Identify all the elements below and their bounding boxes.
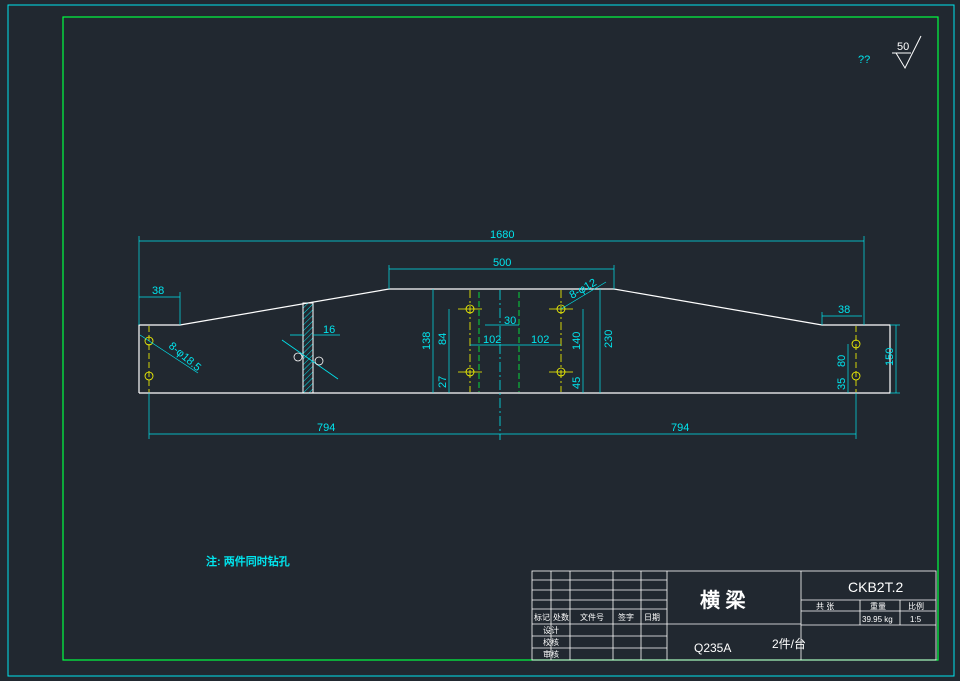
header-mark: 标记 <box>534 612 550 622</box>
header-doc: 文件号 <box>580 612 604 622</box>
dim-hole-center: 8-φ12 <box>568 277 599 302</box>
dim-w102b: 102 <box>531 334 549 346</box>
header-date: 日期 <box>644 613 660 622</box>
dim-right-step: 38 <box>838 304 850 316</box>
dim-weld: 16 <box>323 324 335 336</box>
dim-h140: 140 <box>571 332 583 350</box>
outer-border <box>7 4 955 677</box>
header-check: 校核 <box>543 637 559 647</box>
center-holes <box>458 290 573 392</box>
dim-h80: 80 <box>836 355 848 367</box>
dim-h84: 84 <box>437 333 449 345</box>
scale-value: 1:5 <box>910 615 922 624</box>
dim-w102a: 102 <box>483 334 501 346</box>
dim-h230: 230 <box>603 330 615 348</box>
weld-section <box>281 302 340 394</box>
header-weight: 重量 <box>870 601 886 611</box>
roughness-mark: ?? <box>858 54 870 66</box>
dim-left-step: 38 <box>152 285 164 297</box>
title-block <box>531 570 937 661</box>
roughness-value: 50 <box>897 41 909 53</box>
dim-w30: 30 <box>504 315 516 327</box>
header-sign: 签字 <box>618 612 634 622</box>
dim-overall: 1680 <box>490 229 514 241</box>
dimension-labels: 1680 500 38 38 8-φ18.5 8-φ12 16 138 84 2… <box>152 229 896 434</box>
drawing-note: 注: 两件同时钻孔 <box>206 554 290 568</box>
dim-h45: 45 <box>571 377 583 389</box>
dim-h27: 27 <box>437 376 449 388</box>
header-total: 共 张 <box>816 602 834 611</box>
beam-outline <box>138 288 891 394</box>
dim-hole-left: 8-φ18.5 <box>166 340 203 374</box>
dim-h35: 35 <box>836 378 848 390</box>
dim-h138: 138 <box>421 332 433 350</box>
surface-roughness-symbol: ?? 50 <box>858 35 922 70</box>
header-approve: 审核 <box>543 649 559 659</box>
header-design: 设计 <box>543 625 559 635</box>
end-holes <box>144 326 861 392</box>
drawing-number: CKB2T.2 <box>848 579 903 595</box>
header-count: 处数 <box>553 612 569 622</box>
quantity: 2件/台 <box>772 636 806 651</box>
part-name: 横 梁 <box>700 588 747 612</box>
header-scale: 比例 <box>908 601 924 611</box>
material: Q235A <box>694 641 731 655</box>
weight-value: 39.95 kg <box>862 615 893 624</box>
dim-h150: 150 <box>884 348 896 366</box>
dim-bottom-left: 794 <box>317 422 335 434</box>
dim-bottom-right: 794 <box>671 422 689 434</box>
dim-top-flat: 500 <box>493 257 511 269</box>
inner-frame <box>62 16 939 661</box>
